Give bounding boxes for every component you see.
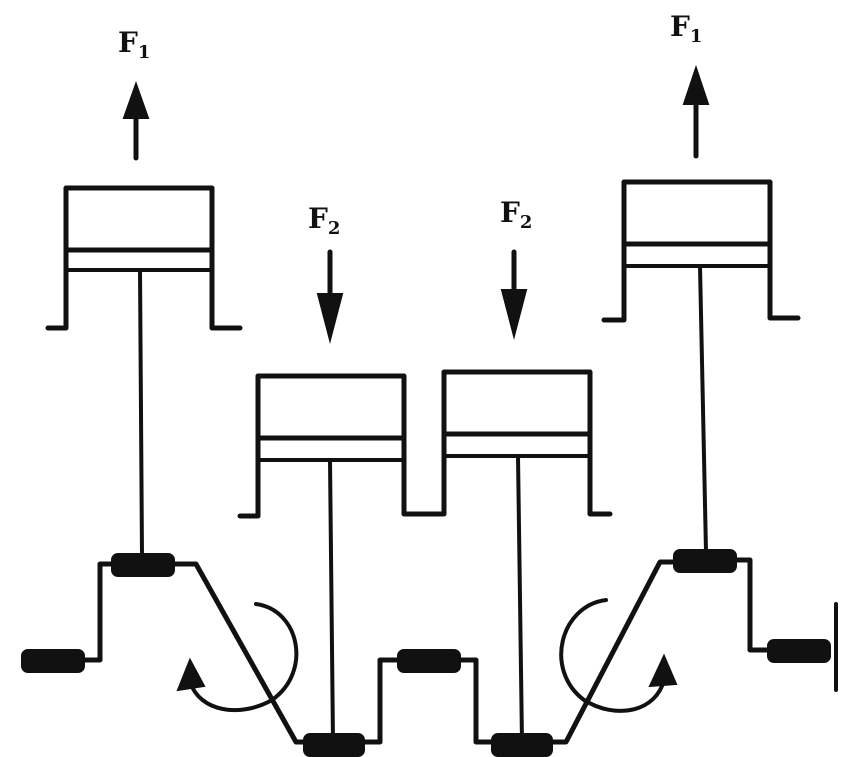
arrow-up-icon	[682, 64, 710, 159]
arrow-down-icon	[316, 249, 344, 344]
crankpin	[111, 553, 175, 577]
main-journal	[397, 649, 461, 673]
force-label-inner-left-f2: F2	[308, 202, 340, 239]
crankshaft	[21, 549, 838, 757]
crankpin	[303, 733, 365, 757]
arrow-up-icon	[122, 80, 150, 161]
crankpin	[491, 733, 553, 757]
force-label-inner-right-f2: F2	[500, 196, 532, 233]
connecting-rod	[698, 264, 708, 554]
force-label-right-f1: F1	[670, 10, 702, 47]
force-label-left-f1: F1	[118, 26, 150, 63]
crankpin	[673, 549, 737, 573]
connecting-rod	[138, 268, 144, 558]
rotation-arrow-icon	[176, 602, 299, 713]
cylinder-inner-left	[237, 373, 429, 519]
cylinder-right-outer	[601, 179, 801, 323]
arrow-down-icon	[500, 249, 528, 340]
main-journal	[21, 649, 85, 673]
main-journal	[767, 639, 831, 663]
cylinder-left-outer	[45, 185, 243, 331]
rotation-arrow-icon	[559, 598, 678, 713]
connecting-rod	[516, 454, 524, 744]
connecting-rod	[328, 458, 335, 744]
